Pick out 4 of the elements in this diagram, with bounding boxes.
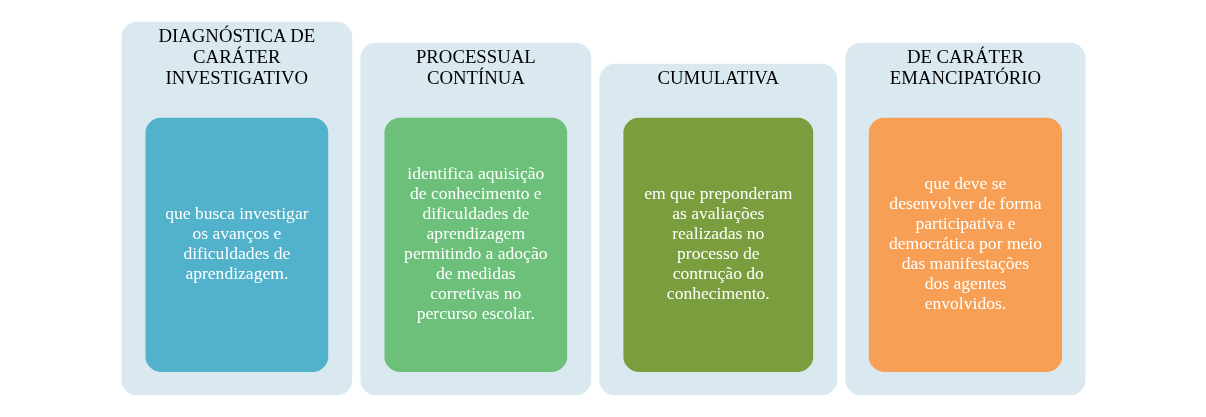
node-box: que busca investigar os avanços e dificuldades de aprendizagem. [145, 117, 328, 372]
node-box: identifica aquisição de conhecimento e dificuldades de aprendizagem permitindo a adoção de medidas corretivas no percurso escolar. [383, 117, 567, 372]
node-box: que deve se desenvolver de forma participativa e democrática por meio das manifestações dos agentes envolvidos. [868, 117, 1062, 372]
node-box: em que preponderam as avaliações realizadas no processo de contrução do conhecimento. [622, 117, 813, 372]
